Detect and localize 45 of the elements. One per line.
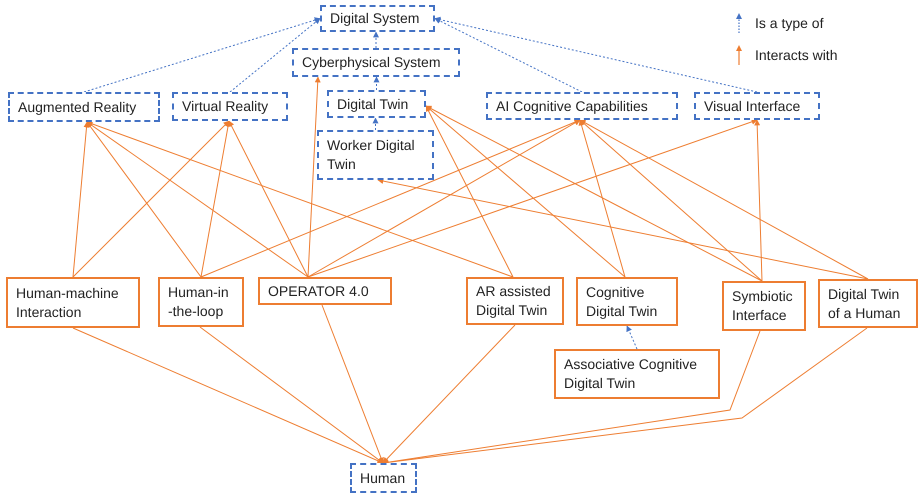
dotted-arrow [434,18,582,92]
concept-box: Augmented Reality [8,92,160,122]
arrow [308,118,758,278]
concept-box: Cyberphysical System [292,48,460,77]
concept-box: Worker Digital Twin [317,130,434,180]
concept-box: Visual Interface [694,92,820,120]
dotted-arrow [374,76,380,90]
dotted-arrow [372,117,378,130]
term-box: Digital Twin of a Human [818,279,918,328]
term-box: Associative Cognitive Digital Twin [554,349,720,399]
arrow [200,120,231,278]
dotted-arrow [626,325,638,350]
term-box: Human-machine Interaction [6,277,140,328]
arrow [322,304,384,464]
term-box: Human-in -the-loop [158,277,244,327]
term-box: AR assisted Digital Twin [466,277,564,325]
concept-box: AI Cognitive Capabilities [486,92,678,120]
arrow [308,76,321,278]
concept-box: Virtual Reality [172,92,288,121]
arrow [200,326,384,464]
legend-label: Interacts with [755,46,838,64]
dotted-arrow [84,17,321,92]
arrow [578,119,626,278]
term-box: OPERATOR 4.0 [258,277,392,305]
arrow [426,106,626,278]
arrow [308,120,581,278]
concept-box: Digital System [320,5,435,32]
arrow [382,324,516,464]
arrow [377,178,868,280]
term-box: Symbiotic Interface [722,281,806,331]
arrow [228,120,308,278]
dotted-arrow [230,18,320,92]
arrow [754,119,762,282]
legend-label: Is a type of [755,14,824,33]
arrow [72,120,230,278]
arrow [72,121,90,278]
term-box: Cognitive Digital Twin [576,277,678,326]
dotted-arrow [434,16,758,92]
dotted-arrow [373,31,379,48]
concept-box: Human [350,463,417,493]
arrow [425,106,762,282]
arrow [580,120,762,282]
concept-box: Digital Twin [327,90,426,118]
arrow [86,122,202,278]
arrow [86,122,308,278]
